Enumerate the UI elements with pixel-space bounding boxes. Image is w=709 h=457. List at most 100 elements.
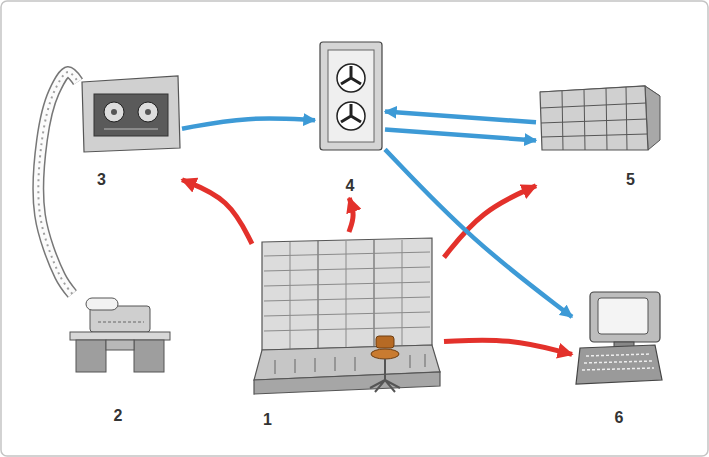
grid-line: [264, 282, 430, 286]
keys: [582, 354, 654, 370]
panel-divider: [318, 241, 319, 348]
arrow-line: [182, 118, 315, 128]
arrow-line: [385, 130, 536, 141]
reel: [337, 64, 365, 92]
arrow-line: [349, 198, 353, 232]
tape-unit: [320, 42, 382, 150]
chair-back: [376, 336, 394, 348]
reel: [337, 102, 365, 130]
grid-line: [562, 91, 563, 150]
callout-number: 3: [94, 170, 109, 190]
device-node: 4: [315, 38, 385, 198]
storage-cabinet: [540, 86, 660, 150]
device-node: 6: [572, 288, 666, 430]
grid-line: [542, 134, 647, 137]
screen: [598, 298, 648, 334]
desk-pedestal: [134, 340, 164, 372]
tape-body: [38, 72, 78, 294]
slider: [410, 355, 411, 368]
data-arrow: [385, 130, 536, 141]
grid-line: [290, 242, 291, 349]
paper-tape: [38, 72, 78, 294]
callout-number: 6: [612, 408, 627, 428]
grid-line: [264, 297, 430, 301]
key-row: [584, 361, 652, 363]
unit-case: [320, 42, 382, 150]
grid-line: [541, 119, 647, 123]
grid-line: [402, 240, 403, 346]
arrow-line: [182, 180, 252, 244]
arrow-line: [444, 340, 572, 354]
device-node: 3: [78, 72, 182, 192]
grid-line: [264, 267, 430, 271]
slider: [275, 360, 276, 374]
reader-front: [94, 94, 168, 136]
callout-number: 5: [623, 170, 638, 190]
chair-base: [370, 380, 400, 392]
display-terminal: [576, 292, 662, 384]
monitor: [590, 292, 660, 342]
console-panel: [262, 238, 432, 350]
grid-line: [606, 88, 607, 150]
panel-divider: [374, 240, 375, 346]
panel-grid: [264, 240, 430, 349]
slider: [335, 357, 336, 371]
arrow-line: [385, 111, 536, 122]
cabinet-front: [540, 86, 648, 150]
desk-pedestal: [76, 340, 106, 372]
chair-seat: [371, 349, 399, 359]
desk-controls: [275, 354, 425, 374]
tape-reader: [82, 76, 180, 152]
reel-hub: [145, 109, 151, 115]
grid-line: [584, 90, 585, 150]
arrow-line: [385, 149, 572, 317]
data-arrow: [385, 149, 572, 317]
control-arrow: [182, 180, 252, 244]
callout-number: 2: [111, 406, 126, 426]
slider: [425, 354, 426, 367]
reel-hub: [111, 109, 117, 115]
reel: [138, 102, 158, 122]
keys: [98, 322, 144, 323]
control-console: [254, 238, 440, 394]
desk-drawer: [106, 340, 134, 350]
reel-spokes: [341, 104, 361, 122]
paper-roll: [86, 298, 118, 310]
teletype: [70, 298, 170, 372]
desk-front: [254, 372, 440, 394]
slider: [315, 358, 316, 372]
grid-line: [346, 241, 347, 347]
chair-stem: [384, 359, 386, 380]
reader-case: [82, 76, 180, 152]
control-arrow: [349, 198, 353, 232]
tape-edge: [38, 72, 78, 294]
device-node: 5: [536, 80, 664, 192]
data-arrow: [385, 111, 536, 122]
grid-line: [626, 87, 627, 150]
slider: [295, 359, 296, 373]
keyboard-base: [576, 345, 662, 384]
grid-line: [264, 252, 430, 256]
grid-line: [264, 312, 430, 316]
drawer-grid: [541, 87, 647, 150]
grid-line: [264, 327, 430, 331]
key-row: [582, 368, 654, 370]
grid-line: [541, 103, 646, 108]
desk-top: [70, 332, 170, 340]
callout-number: 4: [343, 176, 358, 196]
data-arrow: [182, 118, 315, 128]
control-arrow: [444, 340, 572, 354]
device-node: 1: [252, 232, 444, 432]
reel-spokes: [341, 66, 361, 84]
slider: [355, 357, 356, 371]
reel: [104, 102, 124, 122]
tape-holes: [38, 72, 78, 294]
key-row: [586, 354, 650, 356]
device-node: 2: [65, 294, 171, 428]
unit-window: [328, 50, 374, 142]
callout-number: 1: [260, 410, 275, 430]
